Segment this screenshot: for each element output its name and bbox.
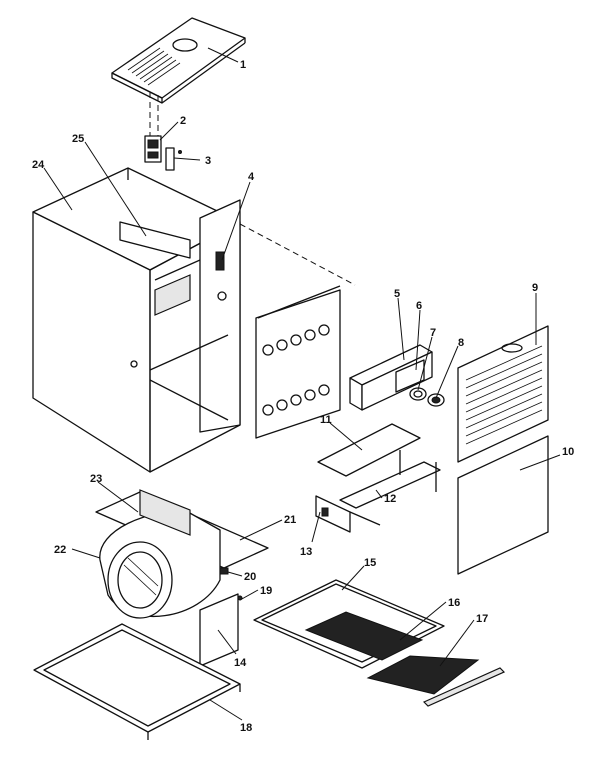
part-7-grommet [409,387,427,401]
knockout-holes [262,324,330,416]
part-14-panel [199,593,239,667]
callout-19: 19 [260,585,272,597]
callout-labels: 1 2 3 4 25 24 5 6 7 8 9 10 11 12 13 14 1… [32,59,574,734]
part-17-filter [366,655,480,695]
callout-5: 5 [394,288,400,300]
part-13-bracket [315,495,381,533]
part-1-top-panel [111,17,246,104]
callout-11: 11 [320,414,332,426]
part-6-plate [395,359,425,393]
part-2-bracket [144,135,162,163]
access-panel [255,285,341,439]
callout-15: 15 [364,557,376,569]
callout-17: 17 [476,613,488,625]
callout-18: 18 [240,722,252,734]
callout-20: 20 [244,571,256,583]
filter-strip [422,667,506,707]
callout-1: 1 [240,59,246,71]
callout-2: 2 [180,115,186,127]
part-9-grille-door [457,325,549,463]
part-23-blower-wheel [139,489,191,536]
callout-21: 21 [284,514,296,526]
part-3-clip [165,147,182,171]
part-16-filter [304,611,424,661]
callout-3: 3 [205,155,211,167]
part-22-blower-housing [99,510,221,619]
callout-23: 23 [90,473,102,485]
callout-9: 9 [532,282,538,294]
callout-24: 24 [32,159,45,171]
callout-7: 7 [430,327,436,339]
part-18-base-frame [33,623,241,740]
leader-lines [43,47,561,721]
callout-10: 10 [562,446,574,458]
callout-22: 22 [54,544,66,556]
callout-16: 16 [448,597,460,609]
callout-6: 6 [416,300,422,312]
callout-13: 13 [300,546,312,558]
callout-4: 4 [248,171,255,183]
part-11-cover [317,423,421,477]
part-10-lower-door [457,435,549,575]
callout-8: 8 [458,337,464,349]
callout-14: 14 [234,657,247,669]
part-24-cabinet [32,167,241,473]
callout-25: 25 [72,133,84,145]
part-8-grommet [427,393,445,407]
callout-12: 12 [384,493,396,505]
part-20-clip [219,567,229,575]
part-12-rail [339,450,441,509]
